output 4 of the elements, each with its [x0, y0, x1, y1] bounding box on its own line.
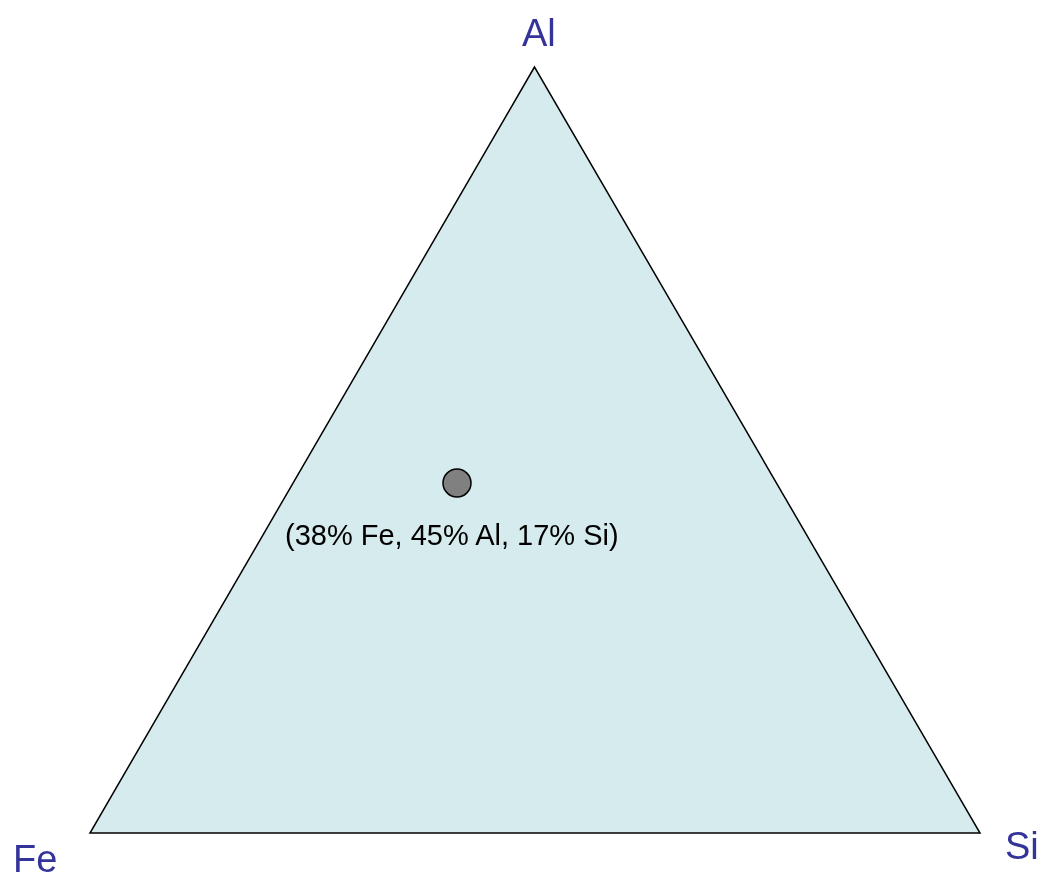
- vertex-label: Al: [522, 14, 556, 52]
- composition-label: (38% Fe, 45% Al, 17% Si): [285, 521, 619, 550]
- vertex-label: Fe: [13, 840, 58, 878]
- vertex-label: Si: [1005, 827, 1039, 865]
